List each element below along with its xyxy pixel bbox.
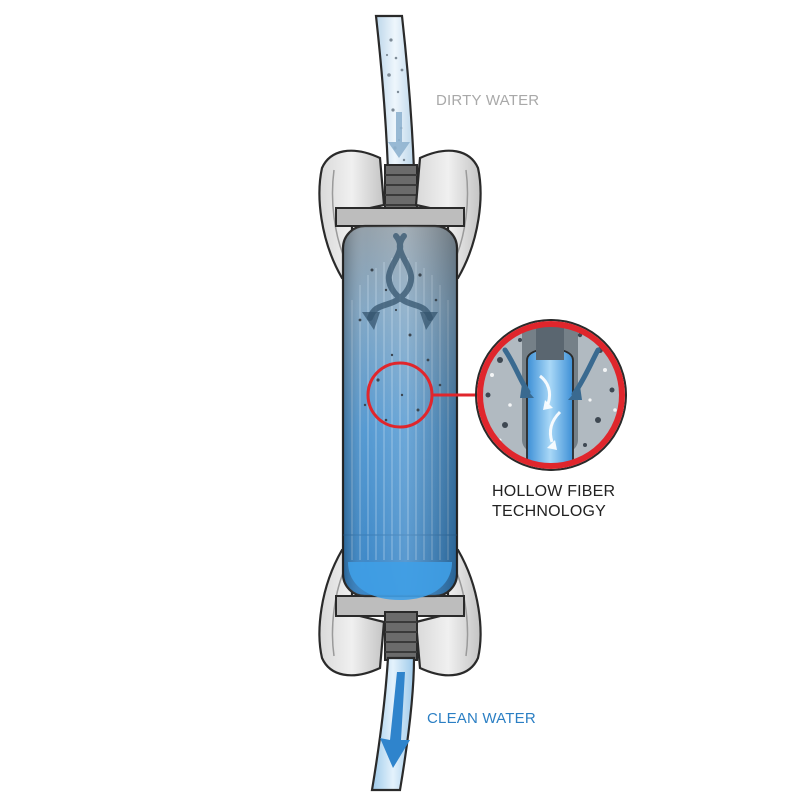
- technology-label-line-2: TECHNOLOGY: [492, 503, 607, 520]
- dirty-water-label: DIRTY WATER: [436, 92, 540, 109]
- flow-arrow-down-icon: [380, 672, 410, 768]
- swirl-arrows-icon: [367, 233, 433, 321]
- inlet-tube: [374, 14, 416, 172]
- top-housing: [318, 149, 482, 282]
- filter-chamber: [341, 224, 459, 600]
- hollow-fiber-technology-label: HOLLOW FIBER TECHNOLOGY: [492, 482, 615, 522]
- flow-arrow-down-icon: [388, 112, 410, 158]
- bottom-housing: [318, 546, 482, 677]
- clean-water-label: CLEAN WATER: [427, 710, 536, 727]
- technology-label-line-1: HOLLOW FIBER: [492, 483, 616, 500]
- magnifier-circle-icon: [475, 319, 627, 471]
- bottom-connector: [384, 611, 418, 661]
- top-connector: [384, 164, 418, 214]
- outlet-tube: [370, 656, 416, 792]
